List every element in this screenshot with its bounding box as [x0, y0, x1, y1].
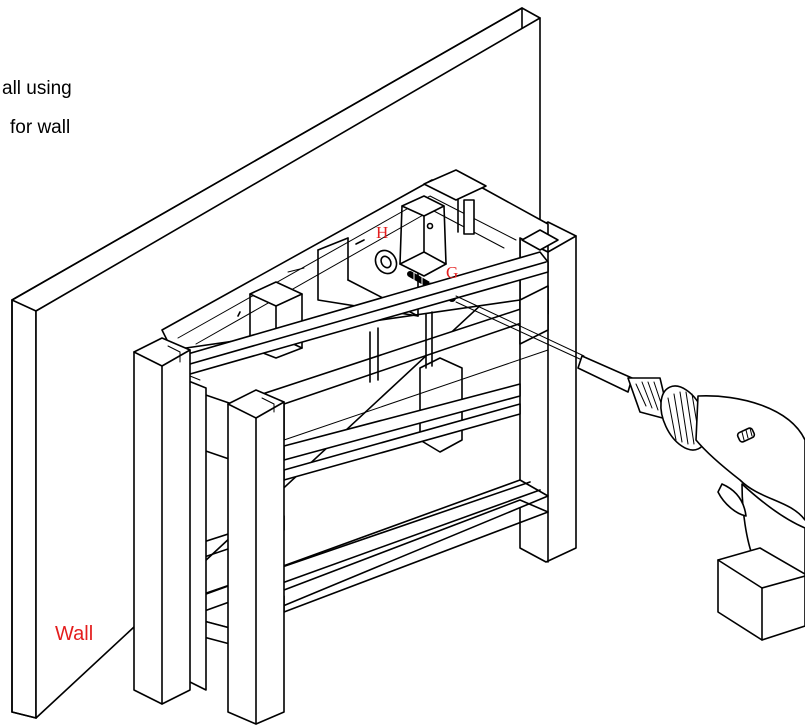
vanity-frame: [133, 169, 577, 725]
washer-h: [374, 249, 398, 275]
instruction-line-1: all using: [2, 78, 72, 99]
wall-bracket-right: [355, 195, 447, 277]
instruction-text: all using for wall: [2, 78, 72, 138]
wall-label: Wall: [55, 623, 93, 645]
part-label-g: G: [446, 263, 458, 282]
wall-front-face: [35, 17, 541, 719]
power-drill-icon: [455, 295, 805, 641]
instruction-line-2: for wall: [10, 117, 70, 138]
part-label-h: H: [376, 223, 388, 242]
